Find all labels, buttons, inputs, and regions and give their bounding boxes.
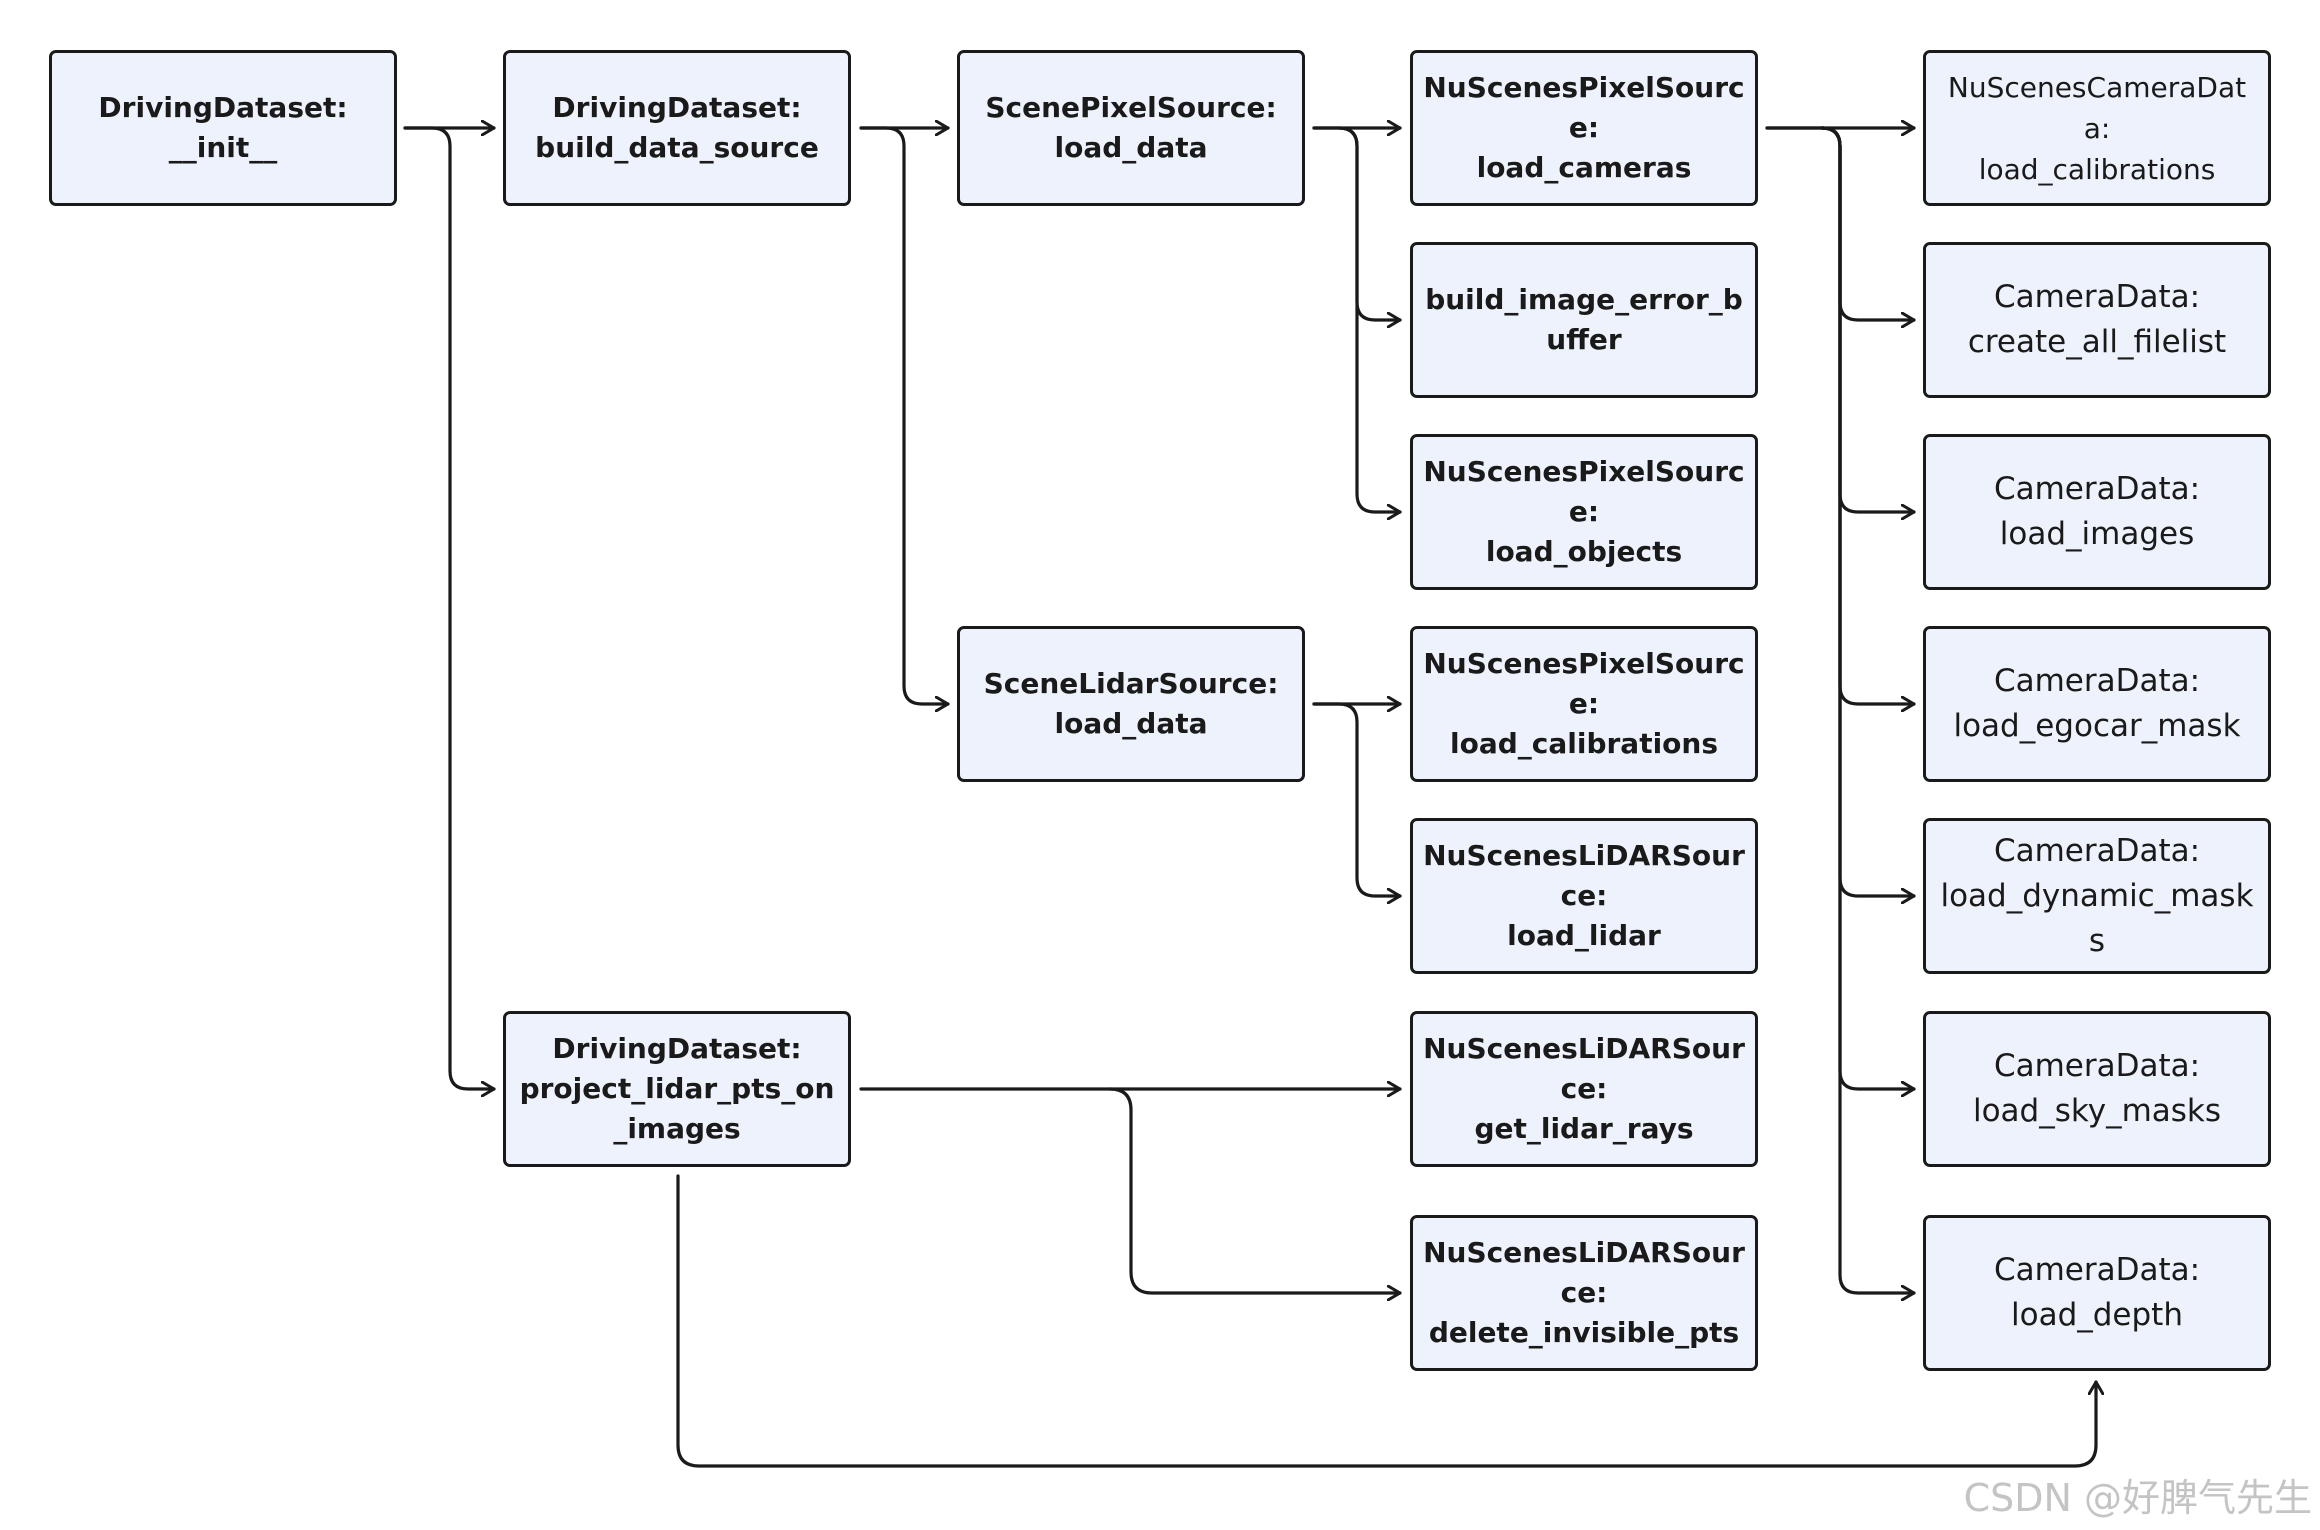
node-line: SceneLidarSource: (983, 667, 1279, 700)
node-scenepixelsource-load-data: ScenePixelSource: load_data (957, 50, 1305, 206)
edge-cameras-to-depth (1820, 126, 1916, 1293)
edge-project-to-delete (1108, 1087, 1402, 1293)
node-line: load_calibrations (1978, 152, 2216, 186)
node-nuscenescameradata-load-calibrations: NuScenesCameraData: load_calibrations (1923, 50, 2271, 206)
node-line: load_calibrations (1449, 727, 1719, 760)
node-line: load_cameras (1476, 151, 1692, 184)
node-line: get_lidar_rays (1474, 1112, 1694, 1145)
node-line: load_objects (1485, 535, 1683, 568)
node-line: NuScenesCameraData: (1947, 70, 2247, 145)
node-line: NuScenesPixelSource: (1423, 71, 1745, 144)
edge-build-to-lidar (859, 126, 950, 704)
edge-pixel-to-objects (1337, 126, 1402, 512)
node-line: NuScenesPixelSource: (1423, 647, 1745, 720)
node-line: NuScenesLiDARSource: (1423, 1032, 1745, 1105)
edge-project-to-depth (676, 1174, 2096, 1468)
node-line: load_sky_masks (1972, 1093, 2222, 1129)
node-line: build_image_error_buffer (1425, 283, 1743, 356)
node-line: project_lidar_pts_on_images (519, 1072, 835, 1145)
node-cameradata-load-depth: CameraData: load_depth (1923, 1215, 2271, 1371)
node-drivingdataset-init: DrivingDataset: __init__ (49, 50, 397, 206)
edge-cameras-to-sky (1820, 126, 1916, 1089)
node-line: load_data (1054, 707, 1208, 740)
node-scenelidarsource-load-data: SceneLidarSource: load_data (957, 626, 1305, 782)
node-drivingdataset-project-lidar-pts: DrivingDataset: project_lidar_pts_on_ima… (503, 1011, 851, 1167)
edge-lidar-to-load-lidar (1312, 702, 1402, 896)
node-line: __init__ (168, 131, 278, 164)
node-line: CameraData: (1993, 832, 2201, 869)
node-line: CameraData: (1993, 471, 2201, 507)
node-cameradata-create-all-filelist: CameraData: create_all_filelist (1923, 242, 2271, 398)
node-line: CameraData: (1993, 663, 2201, 699)
node-nuscenespixelsource-load-cameras: NuScenesPixelSource: load_cameras (1410, 50, 1758, 206)
node-line: DrivingDataset: (552, 91, 802, 124)
node-line: CameraData: (1993, 1252, 2201, 1288)
node-cameradata-load-sky-masks: CameraData: load_sky_masks (1923, 1011, 2271, 1167)
node-nusceneslidarsource-load-lidar: NuScenesLiDARSource: load_lidar (1410, 818, 1758, 974)
node-nuscenespixelsource-load-objects: NuScenesPixelSource: load_objects (1410, 434, 1758, 590)
node-build-image-error-buffer: build_image_error_buffer (1410, 242, 1758, 398)
node-line: ScenePixelSource: (985, 91, 1277, 124)
node-cameradata-load-images: CameraData: load_images (1923, 434, 2271, 590)
node-nuscenespixelsource-load-calibrations: NuScenesPixelSource: load_calibrations (1410, 626, 1758, 782)
node-cameradata-load-egocar-mask: CameraData: load_egocar_mask (1923, 626, 2271, 782)
node-line: DrivingDataset: (98, 91, 348, 124)
node-line: NuScenesLiDARSource: (1423, 1236, 1745, 1309)
node-drivingdataset-build-data-source: DrivingDataset: build_data_source (503, 50, 851, 206)
node-nusceneslidarsource-get-lidar-rays: NuScenesLiDARSource: get_lidar_rays (1410, 1011, 1758, 1167)
node-line: load_data (1054, 131, 1208, 164)
node-line: CameraData: (1993, 1048, 2201, 1084)
edge-cameras-to-egocar (1820, 126, 1916, 704)
node-line: CameraData: (1993, 279, 2201, 315)
node-nusceneslidarsource-delete-invisible-pts: NuScenesLiDARSource: delete_invisible_pt… (1410, 1215, 1758, 1371)
node-line: create_all_filelist (1967, 324, 2227, 360)
node-line: load_depth (2011, 1297, 2183, 1333)
edge-init-to-project (403, 126, 496, 1089)
node-line: load_images (1999, 516, 2195, 552)
watermark: CSDN @好脾气先生 (1963, 1476, 2312, 1520)
node-line: build_data_source (535, 131, 819, 164)
node-line: DrivingDataset: (552, 1032, 802, 1065)
node-line: delete_invisible_pts (1428, 1316, 1740, 1349)
node-line: load_egocar_mask (1953, 708, 2241, 744)
node-line: load_lidar (1507, 919, 1661, 952)
node-line: load_dynamic_masks (1940, 877, 2254, 959)
node-line: NuScenesPixelSource: (1423, 455, 1745, 528)
node-line: NuScenesLiDARSource: (1423, 839, 1745, 912)
node-cameradata-load-dynamic-masks: CameraData: load_dynamic_masks (1923, 818, 2271, 974)
